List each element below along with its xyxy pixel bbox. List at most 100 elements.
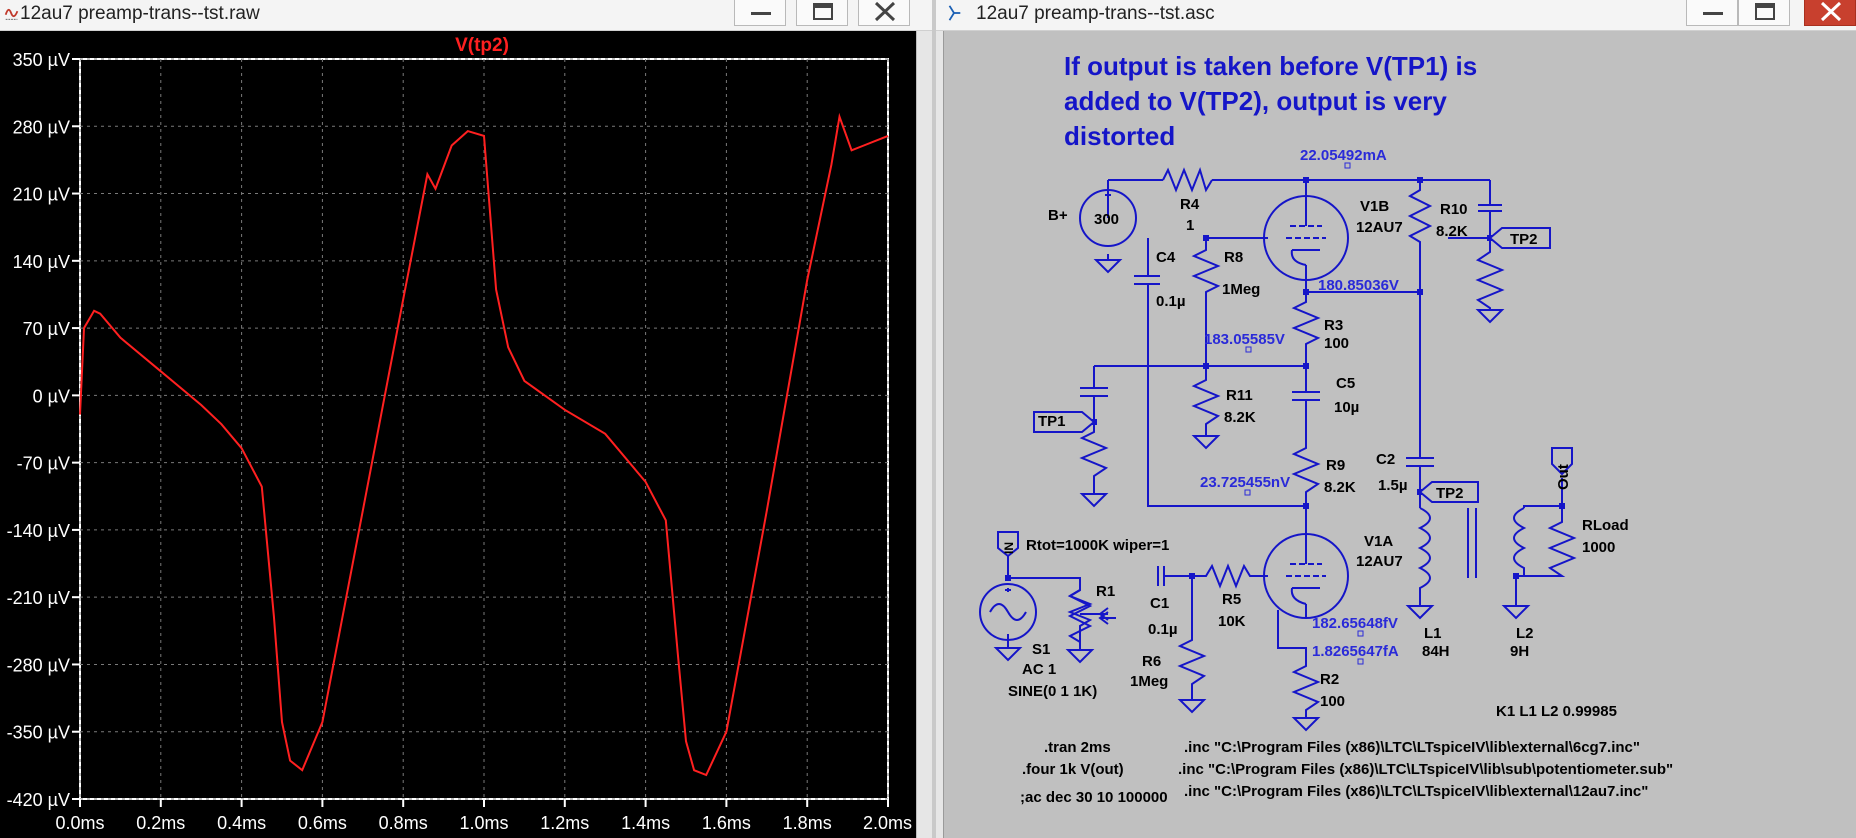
y-tick-label: -420 µV xyxy=(7,790,70,810)
op-node-r9[interactable]: 23.725455nV xyxy=(1200,474,1290,491)
x-tick-label: 0.8ms xyxy=(379,813,428,833)
label-c5-value: 10µ xyxy=(1334,399,1359,416)
directive-four[interactable]: .four 1k V(out) xyxy=(1022,761,1124,778)
label-c4-name: C4 xyxy=(1156,249,1176,266)
schematic-window-title: 12au7 preamp-trans--tst.asc xyxy=(976,3,1215,24)
op-annotations: 22.05492mA 180.85036V 183.05585V 23.7254… xyxy=(1200,147,1399,660)
r4-symbol xyxy=(1162,166,1213,193)
label-c1-name: C1 xyxy=(1150,595,1169,612)
in-flag xyxy=(997,531,1019,558)
label-r9-value: 8.2K xyxy=(1324,479,1356,496)
waveform-titlebar[interactable]: 12au7 preamp-trans--tst.raw xyxy=(0,0,932,31)
label-r1: R1 xyxy=(1096,583,1115,600)
label-r8-value: 1Meg xyxy=(1222,281,1260,298)
r1-symbol xyxy=(1067,578,1093,650)
r1-wiper xyxy=(1080,607,1109,621)
net-flags xyxy=(997,227,1573,558)
x-tick-label: 0.6ms xyxy=(298,813,347,833)
y-tick-label: -280 µV xyxy=(7,655,70,675)
label-l1-name: L1 xyxy=(1424,625,1442,642)
label-r3-value: 100 xyxy=(1324,335,1349,352)
op-node-r8-r3[interactable]: 183.05585V xyxy=(1204,331,1285,348)
minimize-button[interactable] xyxy=(734,0,786,26)
label-k1: K1 L1 L2 0.99985 xyxy=(1496,703,1617,720)
tp2-mid-flag xyxy=(1418,481,1479,503)
y-tick-label: -70 µV xyxy=(17,454,70,474)
op-top-current[interactable]: 22.05492mA xyxy=(1300,147,1387,164)
label-r4-name: R4 xyxy=(1180,196,1200,213)
minimize-icon xyxy=(751,12,771,15)
maximize-icon xyxy=(1755,3,1775,20)
y-tick-label: 0 µV xyxy=(33,386,70,406)
comment-line-1[interactable]: If output is taken before V(TP1) is xyxy=(1064,51,1477,81)
label-rload-name: RLoad xyxy=(1582,517,1629,534)
label-s1-name: S1 xyxy=(1032,641,1050,658)
maximize-button[interactable] xyxy=(1738,0,1790,26)
tp2-top-flag xyxy=(1488,227,1551,249)
directive-inc-12au7[interactable]: .inc "C:\Program Files (x86)\LTC\LTspice… xyxy=(1184,783,1648,800)
trace-label[interactable]: V(tp2) xyxy=(455,35,509,56)
label-rload-value: 1000 xyxy=(1582,539,1615,556)
x-tick-label: 2.0ms xyxy=(863,813,912,833)
ac-source-symbol xyxy=(979,583,1037,641)
op-v1b-cathode[interactable]: 180.85036V xyxy=(1318,277,1399,294)
comment-line-3[interactable]: distorted xyxy=(1064,121,1175,151)
waveform-window-title: 12au7 preamp-trans--tst.raw xyxy=(20,3,260,24)
label-c1-value: 0.1µ xyxy=(1148,621,1178,638)
schematic-window[interactable]: 12au7 preamp-trans--tst.asc xyxy=(936,0,1856,838)
label-r10-value: 8.2K xyxy=(1436,223,1468,240)
close-button[interactable] xyxy=(1804,0,1856,26)
label-r11-value: 8.2K xyxy=(1224,409,1256,426)
label-c2-value: 1.5µ xyxy=(1378,477,1408,494)
label-in: IN xyxy=(1002,542,1016,554)
trace-v-tp2 xyxy=(79,112,889,777)
maximize-button[interactable] xyxy=(796,0,848,26)
waveform-side-border xyxy=(916,31,932,838)
schematic-canvas[interactable]: If output is taken before V(TP1) is adde… xyxy=(944,31,1856,838)
plot-frame xyxy=(79,58,889,800)
plot-grid xyxy=(79,58,889,800)
tube-v1b-symbol xyxy=(1263,195,1349,281)
schematic-drawing[interactable]: If output is taken before V(TP1) is adde… xyxy=(944,31,1856,838)
label-tp2-mid: TP2 xyxy=(1436,485,1464,502)
label-r10-name: R10 xyxy=(1440,201,1468,218)
label-tp1: TP1 xyxy=(1038,413,1066,430)
op-v1a-current[interactable]: 1.8265647fA xyxy=(1312,643,1399,660)
directive-inc-potentiometer[interactable]: .inc "C:\Program Files (x86)\LTC\LTspice… xyxy=(1178,761,1673,778)
spice-directives: .tran 2ms .four 1k V(out) ;ac dec 30 10 … xyxy=(1020,739,1673,806)
label-s1-sine: SINE(0 1 1K) xyxy=(1008,683,1097,700)
directive-inc-6cg7[interactable]: .inc "C:\Program Files (x86)\LTC\LTspice… xyxy=(1184,739,1640,756)
label-v300: 300 xyxy=(1094,211,1119,228)
label-r6-name: R6 xyxy=(1142,653,1161,670)
schematic-left-border xyxy=(936,31,944,838)
x-tick-label: 1.4ms xyxy=(621,813,670,833)
label-out: Out xyxy=(1555,464,1572,490)
label-c2-name: C2 xyxy=(1376,451,1395,468)
comment-line-2[interactable]: added to V(TP2), output is very xyxy=(1064,86,1447,116)
label-c4-value: 0.1µ xyxy=(1156,293,1186,310)
directive-ac[interactable]: ;ac dec 30 10 100000 xyxy=(1020,789,1168,806)
maximize-icon xyxy=(813,3,833,20)
out-flag xyxy=(1551,447,1573,476)
y-tick-label: -350 µV xyxy=(7,723,70,743)
label-l1-value: 84H xyxy=(1422,643,1450,660)
label-r4-value: 1 xyxy=(1186,217,1194,234)
y-tick-label: 280 µV xyxy=(13,117,70,137)
x-tick-label: 0.4ms xyxy=(217,813,266,833)
label-r2-value: 100 xyxy=(1320,693,1345,710)
label-r5-name: R5 xyxy=(1222,591,1241,608)
label-r3-name: R3 xyxy=(1324,317,1343,334)
schematic-titlebar[interactable]: 12au7 preamp-trans--tst.asc xyxy=(936,0,1856,31)
minimize-button[interactable] xyxy=(1686,0,1738,26)
op-v1a-cathode[interactable]: 182.65648fV xyxy=(1312,615,1398,632)
label-rtot: Rtot=1000K wiper=1 xyxy=(1026,537,1169,554)
directive-tran[interactable]: .tran 2ms xyxy=(1044,739,1111,756)
close-icon xyxy=(874,1,896,22)
label-v1b-type: 12AU7 xyxy=(1356,219,1403,236)
close-button[interactable] xyxy=(858,0,910,26)
y-tick-label: 140 µV xyxy=(13,252,70,272)
